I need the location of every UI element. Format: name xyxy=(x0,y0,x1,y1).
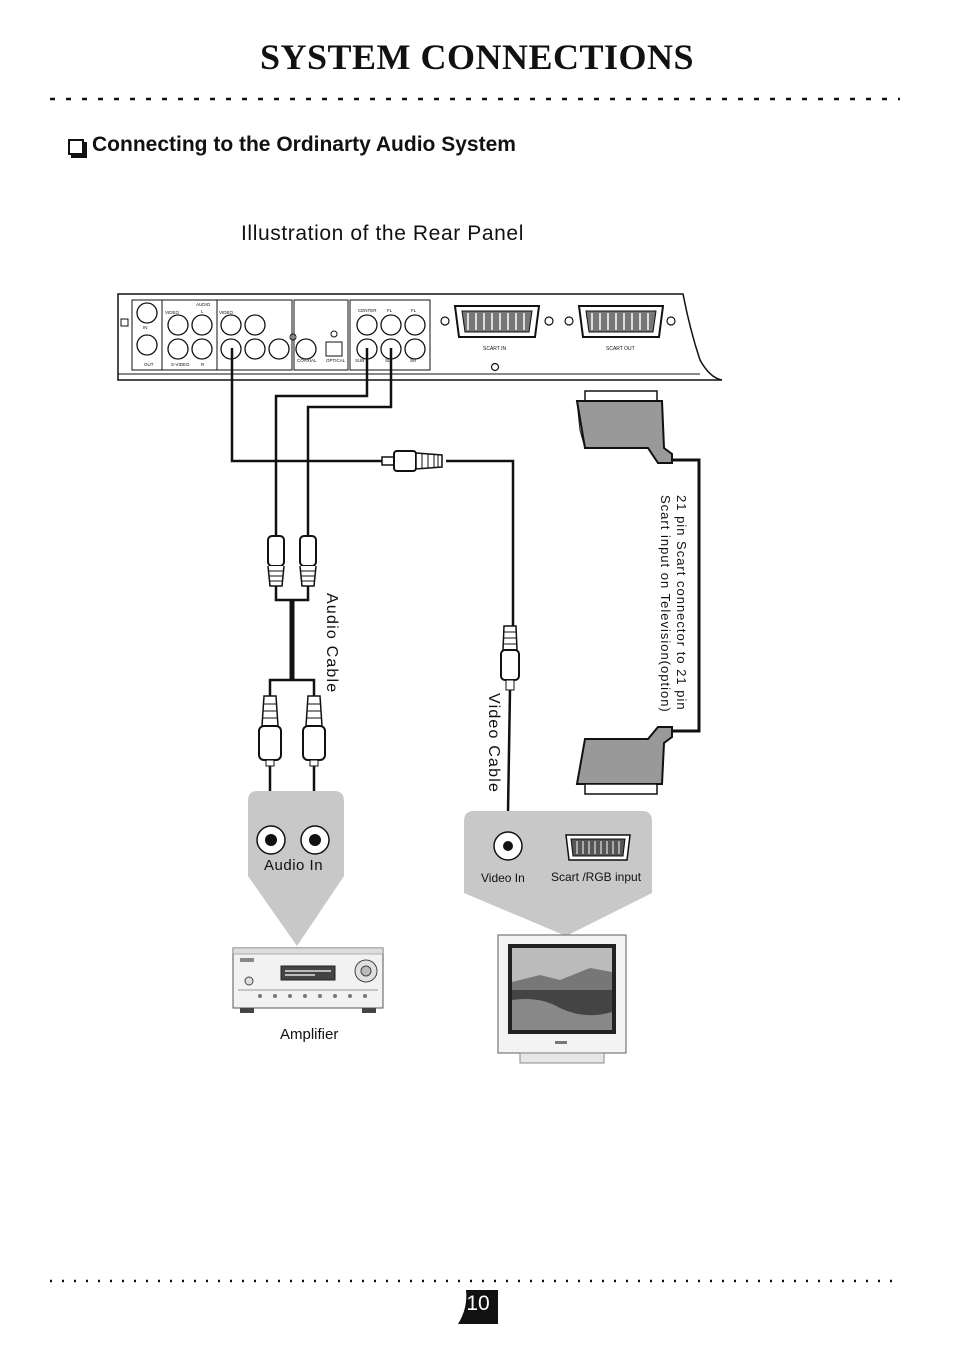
jack-label: VIDEO xyxy=(165,310,180,315)
jack-label: SUB xyxy=(355,358,364,363)
scart-in-label: SCART IN xyxy=(483,346,507,352)
video-in-label: Video In xyxy=(481,871,525,885)
audio-rca-plug-left-lower xyxy=(258,695,282,767)
jack-label: COAXIAL xyxy=(297,358,317,363)
section-bullet-icon xyxy=(68,139,84,155)
jack-label: AUDIO xyxy=(196,302,211,307)
scart-plug-top xyxy=(575,390,673,464)
audio-rca-plug-right-upper xyxy=(299,535,317,587)
jack-label: S-VIDEO xyxy=(171,362,190,367)
page-title: SYSTEM CONNECTIONS xyxy=(259,37,695,77)
audio-rca-plug-left-upper xyxy=(267,535,285,587)
jack-label: L xyxy=(201,309,204,314)
video-rca-plug-lower xyxy=(500,625,520,691)
television-icon xyxy=(497,934,627,1064)
page-number: 10 xyxy=(466,1292,490,1315)
scart-in-socket xyxy=(453,305,541,338)
jack-label: IN xyxy=(143,325,148,330)
scart-plug-bottom xyxy=(575,726,673,795)
scart-note-line2: Scart input on Television(option) xyxy=(658,495,673,713)
jack-label: R xyxy=(201,362,205,367)
scart-out-socket xyxy=(577,305,665,338)
jack-label: SL xyxy=(385,358,391,363)
scart-out-label: SCART OUT xyxy=(606,346,635,352)
audio-rca-plug-right-lower xyxy=(302,695,326,767)
amplifier-icon: Amplifier xyxy=(232,947,384,1043)
audio-cable-label: Audio Cable xyxy=(323,593,340,693)
audio-in-panel: Audio In xyxy=(248,791,344,946)
jack-label: OUT xyxy=(144,362,154,367)
audio-in-label: Audio In xyxy=(264,857,323,874)
scart-rgb-label: Scart /RGB input xyxy=(551,870,642,884)
scart-note-line1: 21 pin Scart connector to 21 pin xyxy=(674,495,689,711)
cable-wires xyxy=(230,348,701,838)
jack-label: OPTICAL xyxy=(326,358,346,363)
jack-label: CENTER xyxy=(358,308,377,313)
section-heading: Connecting to the Ordinarty Audio System xyxy=(92,133,516,156)
illustration-title: Illustration of the Rear Panel xyxy=(241,222,524,245)
jack-label: SR xyxy=(410,358,417,363)
jack-label: VIDEO xyxy=(219,310,234,315)
jack-label: FL xyxy=(387,308,393,313)
page-number-tab xyxy=(458,1290,498,1324)
amplifier-label: Amplifier xyxy=(280,1026,338,1043)
video-rca-plug-top xyxy=(381,450,443,472)
rear-panel: IN VIDEO AUDIO L R OUT S-VIDEO VIDEO CEN… xyxy=(117,293,723,381)
tv-input-panel: Video In Scart /RGB input xyxy=(464,811,652,936)
jack-label: FL xyxy=(411,308,417,313)
video-cable-label: Video Cable xyxy=(485,693,502,793)
